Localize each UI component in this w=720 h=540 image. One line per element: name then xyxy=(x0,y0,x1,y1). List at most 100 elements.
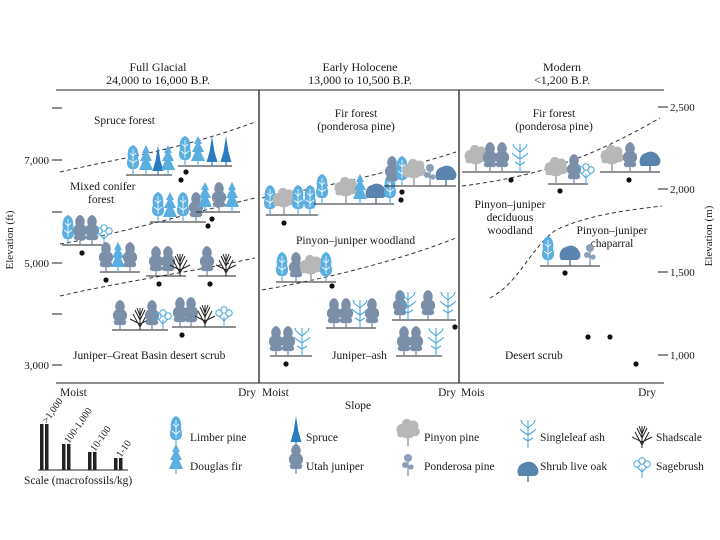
boundary-line xyxy=(461,117,661,187)
scale-bar xyxy=(114,458,118,470)
svg-text:Shrub live oak: Shrub live oak xyxy=(540,461,607,473)
right-axis: 2,500 2,000 1,500 1,000 Elevation (m) xyxy=(658,102,715,362)
site-group xyxy=(384,155,458,203)
boundary-line xyxy=(261,237,457,291)
period-name: Full Glacial xyxy=(130,60,188,74)
svg-text:Sagebrush: Sagebrush xyxy=(656,461,704,473)
fossil-dot xyxy=(585,334,591,340)
utah-juniper-icon xyxy=(288,443,304,475)
zone-label: Desert scrub xyxy=(505,350,563,362)
tick-label: 5,000 xyxy=(24,258,49,270)
zone-label: (ponderosa pine) xyxy=(515,121,593,133)
site-assemblages xyxy=(61,135,662,367)
zone-labels: Spruce forest Mixed conifer forest Junip… xyxy=(70,108,648,362)
zone-boundaries xyxy=(59,117,663,299)
period-dates: <1,200 B.P. xyxy=(534,73,590,87)
scale-bar xyxy=(40,424,44,470)
moist-label: Moist xyxy=(262,387,290,399)
period-headers: Full Glacial 24,000 to 16,000 B.P. Early… xyxy=(56,60,664,91)
zone-label: chaparral xyxy=(591,238,634,250)
scale-bar xyxy=(93,452,97,470)
period-name: Modern xyxy=(543,60,581,74)
site-group xyxy=(268,325,312,367)
tick-label: 7,000 xyxy=(24,155,49,167)
moist-label: Moist xyxy=(60,387,88,399)
scale-bar xyxy=(45,424,49,470)
svg-text:Douglas fir: Douglas fir xyxy=(190,461,242,473)
zone-label: Juniper–Great Basin desert scrub xyxy=(73,350,226,362)
left-axis: 7,000 5,000 3,000 Elevation (ft) xyxy=(4,107,62,372)
zone-label: (ponderosa pine) xyxy=(317,121,395,133)
site-group xyxy=(98,241,140,283)
sagebrush-icon xyxy=(633,457,651,479)
zone-label: forest xyxy=(88,194,115,206)
scale-bar-label: 10-100 xyxy=(88,424,113,454)
zone-label: Fir forest xyxy=(335,108,378,120)
tick-label: 1,000 xyxy=(670,350,695,362)
legend-item: Douglas fir xyxy=(168,443,242,475)
svg-text:Utah juniper: Utah juniper xyxy=(306,461,364,473)
fossil-dot xyxy=(633,361,639,367)
limber-pine-icon xyxy=(169,415,183,447)
scale-bar xyxy=(62,444,66,470)
period-dates: 13,000 to 10,500 B.P. xyxy=(308,73,412,87)
svg-text:Limber pine: Limber pine xyxy=(190,432,247,444)
legend-item: Shrub live oak xyxy=(516,460,607,483)
zone-label: Spruce forest xyxy=(94,115,156,127)
site-group xyxy=(540,235,600,276)
svg-text:Spruce: Spruce xyxy=(306,432,338,444)
site-group xyxy=(150,191,206,223)
scale-bar xyxy=(88,452,92,470)
legend-item: Singleleaf ash xyxy=(519,419,605,449)
axis-label: Elevation (m) xyxy=(703,205,715,266)
scale-bar-label: 100-1,000 xyxy=(62,406,94,446)
scale-bar xyxy=(119,458,123,470)
tick-label: 2,000 xyxy=(670,184,695,196)
shrub-live-oak-icon xyxy=(516,460,540,483)
site-group xyxy=(61,214,113,256)
site-group xyxy=(275,251,336,289)
legend-item: Limber pine xyxy=(169,415,247,447)
zone-label: Juniper–ash xyxy=(332,350,387,362)
svg-text:Pinyon pine: Pinyon pine xyxy=(424,432,479,444)
period-dates: 24,000 to 16,000 B.P. xyxy=(106,73,210,87)
scale-title: Scale (macrofossils/kg) xyxy=(24,475,132,487)
zone-label: Mixed conifer xyxy=(70,181,136,193)
panel-frame xyxy=(56,90,664,384)
legend-item: Ponderosa pine xyxy=(401,453,495,477)
boundary-line xyxy=(59,121,256,173)
site-group xyxy=(112,299,172,331)
legend-item: Utah juniper xyxy=(288,443,364,475)
dry-label: Dry xyxy=(638,387,656,399)
zone-label: woodland xyxy=(487,225,533,237)
svg-text:Ponderosa pine: Ponderosa pine xyxy=(424,461,495,473)
boundary-line xyxy=(261,151,457,199)
pinyon-pine-icon xyxy=(395,418,421,447)
tick-label: 3,000 xyxy=(24,360,49,372)
slope-labels: Moist Dry Moist Dry Mois Dry Slope xyxy=(60,387,656,412)
legend-item: Sagebrush xyxy=(633,457,704,479)
scale-bar xyxy=(67,444,71,470)
site-group xyxy=(462,141,530,183)
svg-text:Singleleaf ash: Singleleaf ash xyxy=(540,432,605,444)
singleleaf-ash-icon xyxy=(519,419,537,449)
svg-text:Shadscale: Shadscale xyxy=(656,432,702,444)
site-group xyxy=(314,173,397,205)
scale-bar-label: 1-10 xyxy=(114,438,134,459)
site-group xyxy=(326,297,380,329)
legend-item: Spruce xyxy=(289,415,338,447)
site-group xyxy=(396,325,445,357)
site-group xyxy=(172,296,236,338)
site-group xyxy=(196,181,240,229)
zone-label: Pinyon–juniper xyxy=(577,225,648,237)
scale-key: >1,000 100-1,000 10-100 1-10 Scale (macr… xyxy=(24,396,134,487)
axis-label: Elevation (ft) xyxy=(4,210,16,269)
legend-item: Shadscale xyxy=(631,425,702,449)
dry-label: Dry xyxy=(438,387,456,399)
zone-label: deciduous xyxy=(487,212,534,224)
zone-label: Pinyon–juniper woodland xyxy=(296,235,415,247)
scale-bar-label: >1,000 xyxy=(40,396,65,425)
zone-label: Fir forest xyxy=(533,108,576,120)
boundary-line xyxy=(489,205,663,299)
